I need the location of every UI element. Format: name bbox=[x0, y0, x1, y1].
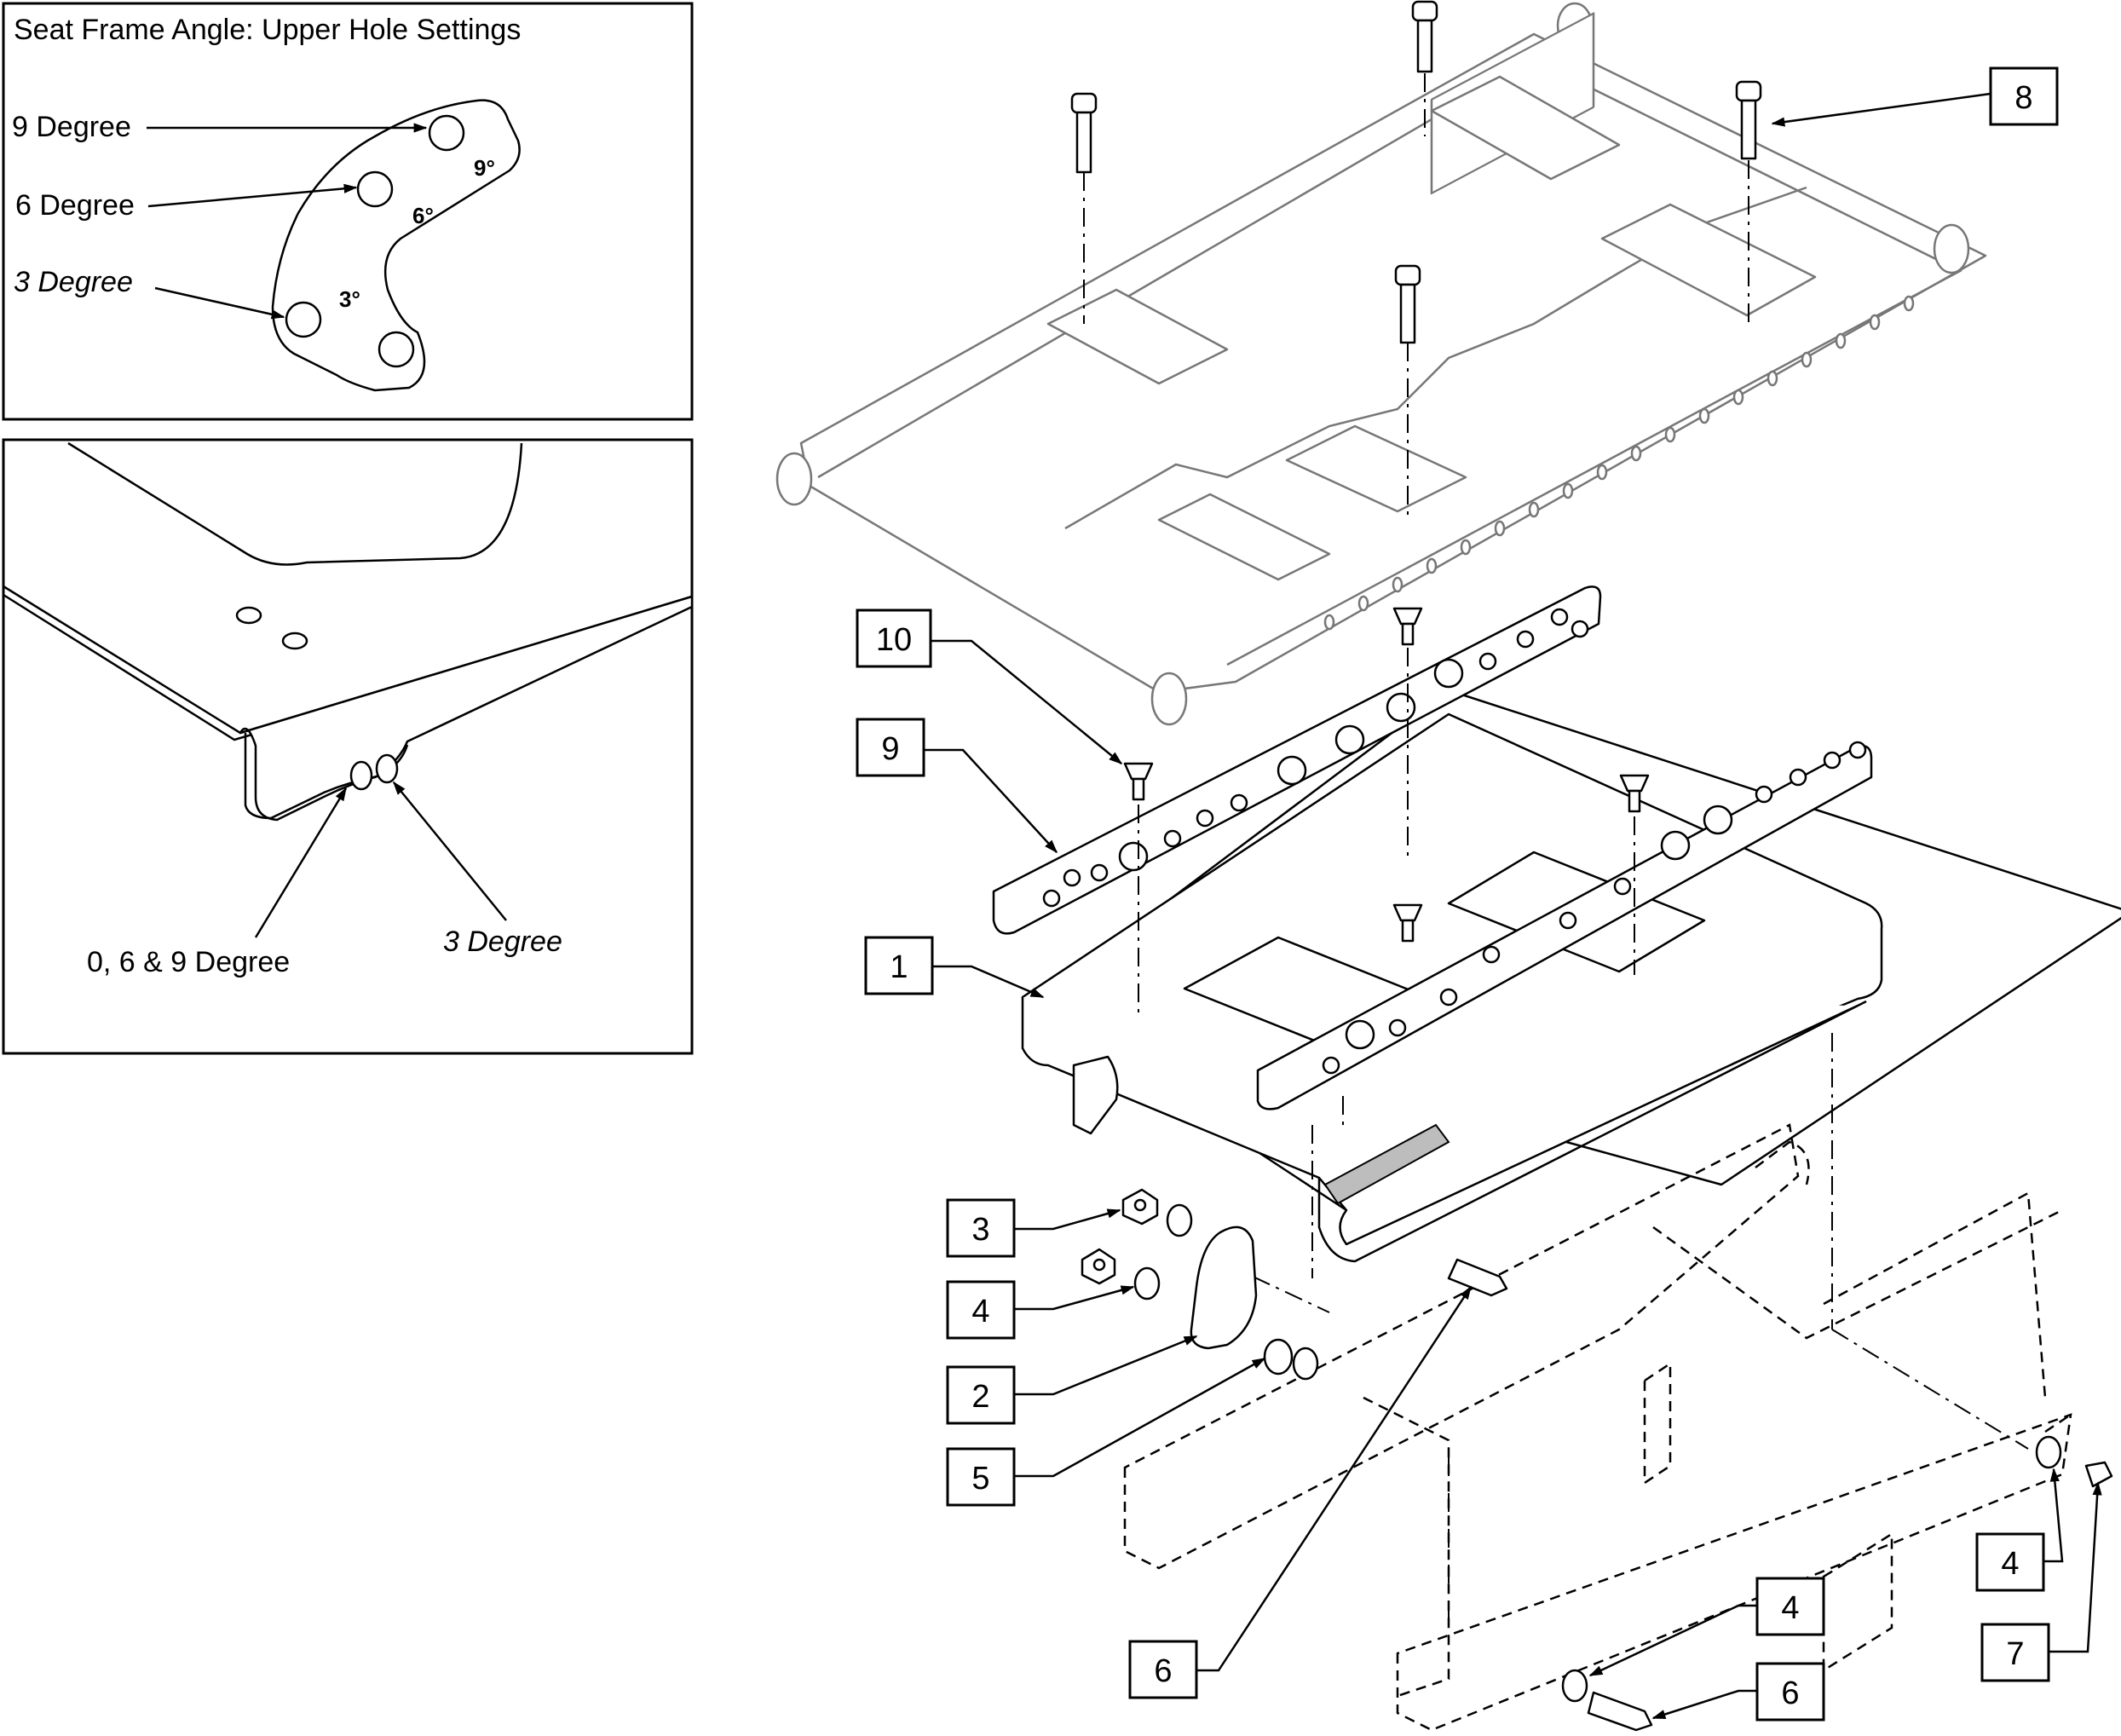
inset-hole bbox=[281, 632, 308, 650]
svg-text:1: 1 bbox=[890, 949, 908, 985]
svg-text:4: 4 bbox=[1781, 1590, 1799, 1626]
svg-text:2: 2 bbox=[971, 1379, 989, 1415]
callout-4 bbox=[1975, 1532, 2045, 1592]
svg-text:4: 4 bbox=[2001, 1546, 2019, 1582]
inset-title: Seat Frame Angle: Upper Hole Settings bbox=[14, 14, 521, 46]
hardware bbox=[1081, 1188, 2113, 1732]
washer bbox=[1133, 1266, 1161, 1301]
washer bbox=[2035, 1435, 2062, 1469]
callout-6 bbox=[1128, 1640, 1198, 1699]
seat-pan-item-1 bbox=[1021, 689, 2121, 1263]
inset-hole bbox=[235, 606, 262, 625]
svg-text:4: 4 bbox=[971, 1294, 989, 1329]
hole-0-6-9 bbox=[349, 760, 373, 791]
seat-frame-top bbox=[775, 2, 1987, 726]
alignment-lines bbox=[1219, 1033, 2029, 1619]
mark-3: 3° bbox=[339, 286, 360, 312]
nut bbox=[1121, 1188, 1159, 1226]
callout-5 bbox=[946, 1447, 1016, 1507]
mark-6: 6° bbox=[412, 203, 434, 228]
callout-8 bbox=[1989, 66, 2059, 126]
label-0-6-9-degree: 0, 6 & 9 Degree bbox=[87, 946, 290, 978]
angle-bracket-item-2 bbox=[1190, 1226, 1258, 1350]
callout-1 bbox=[864, 936, 934, 995]
svg-text:7: 7 bbox=[2006, 1636, 2024, 1672]
bolt-item-7 bbox=[2084, 1461, 2113, 1488]
screws-item-8 bbox=[1070, 0, 1762, 520]
nut bbox=[1081, 1248, 1116, 1285]
callout-9 bbox=[856, 718, 925, 777]
callout-2 bbox=[946, 1365, 1016, 1425]
washer bbox=[1166, 1203, 1193, 1237]
label-9-degree: 9 Degree bbox=[12, 111, 131, 143]
label-3-degree: 3 Degree bbox=[14, 266, 133, 298]
washer bbox=[1561, 1669, 1588, 1703]
mounting-plates-item-9 bbox=[992, 585, 1873, 1110]
angle-bracket bbox=[271, 99, 521, 392]
bolt-item-6 bbox=[1447, 1258, 1508, 1297]
hole-3-degree-side bbox=[375, 753, 399, 784]
inset-side-detail: 0, 6 & 9 Degree 3 Degree bbox=[2, 438, 694, 1055]
svg-text:6: 6 bbox=[1781, 1675, 1799, 1711]
inset-upper-hole-settings: Seat Frame Angle: Upper Hole Settings 9°… bbox=[2, 2, 694, 421]
callout-7 bbox=[1980, 1623, 2050, 1682]
svg-text:9: 9 bbox=[881, 731, 899, 767]
bolt-item-6 bbox=[1587, 1691, 1653, 1732]
svg-text:10: 10 bbox=[876, 622, 912, 658]
mark-9: 9° bbox=[474, 155, 495, 181]
callout-10 bbox=[856, 608, 932, 668]
hole-9-degree bbox=[428, 114, 465, 152]
label-3-degree-side: 3 Degree bbox=[443, 926, 562, 958]
screws-item-10 bbox=[1123, 607, 1650, 1128]
callout-6 bbox=[1755, 1662, 1825, 1722]
callouts: 8 10 9 1 3 4 2 5 6 4 bbox=[856, 66, 2102, 1722]
label-6-degree: 6 Degree bbox=[15, 189, 135, 222]
svg-text:6: 6 bbox=[1154, 1653, 1172, 1689]
hole-6-degree bbox=[356, 170, 394, 208]
washer bbox=[1263, 1338, 1294, 1376]
svg-text:3: 3 bbox=[971, 1212, 989, 1248]
hole-3-degree bbox=[285, 301, 322, 338]
callout-3 bbox=[946, 1198, 1016, 1258]
washer bbox=[1292, 1347, 1319, 1381]
svg-text:8: 8 bbox=[2014, 80, 2032, 116]
base-frame-phantom bbox=[1123, 1123, 2072, 1732]
callout-4 bbox=[946, 1280, 1016, 1340]
hole-pivot bbox=[378, 331, 415, 368]
svg-text:5: 5 bbox=[971, 1461, 989, 1497]
